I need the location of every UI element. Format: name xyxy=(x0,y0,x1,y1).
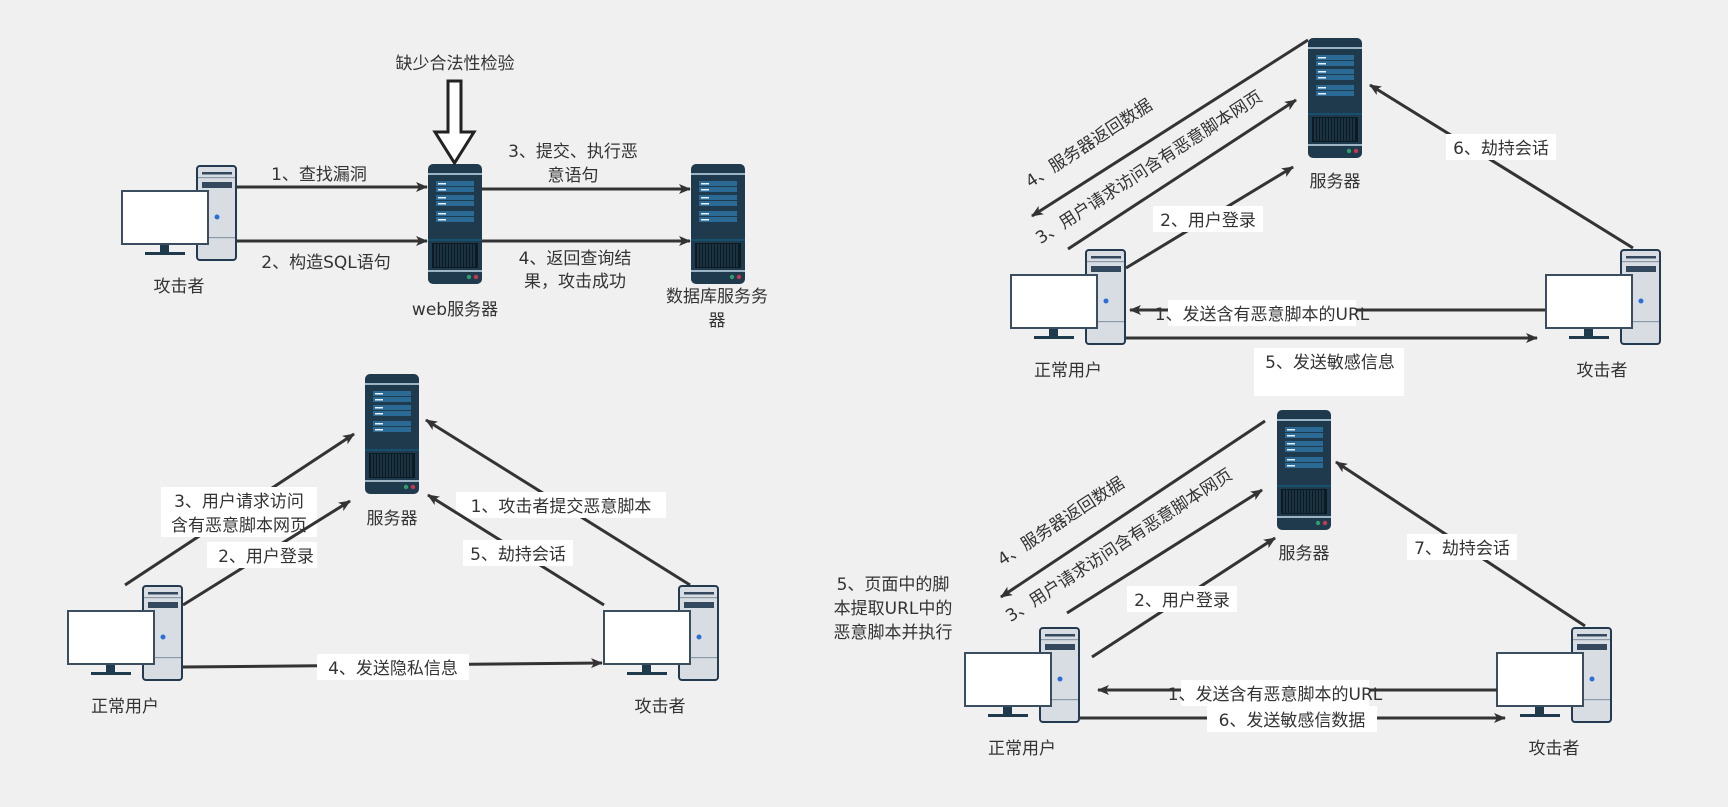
edge-label-6: 6、劫持会话 xyxy=(1453,139,1549,159)
edge-label-3-line2: 含有恶意脚本网页 xyxy=(171,516,307,536)
note-line2: 本提取URL中的 xyxy=(834,599,953,619)
server-icon xyxy=(1308,38,1362,158)
edge-label-2: 2、构造SQL语句 xyxy=(261,253,390,273)
user-computer-icon xyxy=(1010,249,1126,345)
edge-label-2: 2、用户登录 xyxy=(218,547,314,567)
node-label-user: 正常用户 xyxy=(91,697,159,717)
edge-label-4: 4、发送隐私信息 xyxy=(328,659,458,679)
node-label-attacker: 攻击者 xyxy=(1529,739,1580,759)
database-server-icon xyxy=(691,164,745,284)
attacker-computer-icon xyxy=(1496,627,1612,723)
edge-label-3-line1: 3、用户请求访问 xyxy=(174,492,304,512)
node-label-attacker: 攻击者 xyxy=(635,697,686,717)
edge-label-2: 2、用户登录 xyxy=(1134,591,1230,611)
attacker-computer-icon xyxy=(121,165,237,261)
edge-label-4-line1: 4、返回查询结 xyxy=(519,249,632,269)
edge-label-1: 1、发送含有恶意脚本的URL xyxy=(1155,305,1370,325)
user-computer-icon xyxy=(964,627,1080,723)
node-label-attacker: 攻击者 xyxy=(1577,361,1628,381)
node-label-db-server-line2: 器 xyxy=(709,311,726,331)
edge-request-page xyxy=(1066,488,1263,615)
note-line1: 5、页面中的脚 xyxy=(837,575,950,595)
edge-hijack-session xyxy=(1369,83,1634,250)
edge-label-5: 5、发送敏感信息 xyxy=(1265,353,1395,373)
edge-request-page xyxy=(1067,98,1297,251)
edge-label-3-line1: 3、提交、执行恶 xyxy=(508,142,638,162)
edge-label-1: 1、发送含有恶意脚本的URL xyxy=(1168,685,1383,705)
web-server-icon xyxy=(428,164,482,284)
node-label-user: 正常用户 xyxy=(1034,361,1102,381)
panel-reflected-xss: 服务器 正常用户 攻击者 1、发送含有恶意脚本的URL 5、发送敏感信息 2、用… xyxy=(1010,38,1661,396)
edge-server-return xyxy=(1031,38,1309,218)
edge-label-2: 2、用户登录 xyxy=(1160,211,1256,231)
user-computer-icon xyxy=(67,585,183,681)
edge-label-4-line2: 果，攻击成功 xyxy=(524,272,626,292)
panel-sql-injection: 攻击者 web服务器 数据库服务务 器 缺少合法性检验 1、查找漏洞 2、构造S… xyxy=(121,54,768,331)
node-label-web-server: web服务器 xyxy=(412,300,498,320)
node-label-server: 服务器 xyxy=(367,509,418,529)
panel-stored-xss: 服务器 正常用户 攻击者 3、用户请求访问 含有恶意脚本网页 2、用户登录 1、… xyxy=(67,374,719,717)
node-label-server: 服务器 xyxy=(1279,544,1330,564)
note-missing-validation: 缺少合法性检验 xyxy=(396,54,515,74)
panel-dom-xss: 服务器 正常用户 攻击者 5、页面中的脚 本提取URL中的 恶意脚本并执行 4、… xyxy=(834,410,1612,759)
server-icon xyxy=(365,374,419,494)
edge-label-1: 1、查找漏洞 xyxy=(271,165,367,185)
edge-label-5: 5、劫持会话 xyxy=(470,545,566,565)
server-icon xyxy=(1277,410,1331,530)
node-label-server: 服务器 xyxy=(1310,172,1361,192)
hollow-down-arrow-icon xyxy=(432,79,477,166)
edge-label-1: 1、攻击者提交恶意脚本 xyxy=(471,497,652,517)
node-label-user: 正常用户 xyxy=(988,739,1056,759)
node-label-attacker: 攻击者 xyxy=(154,277,205,297)
attacker-computer-icon xyxy=(1545,249,1661,345)
note-line3: 恶意脚本并执行 xyxy=(834,623,953,643)
edge-label-7: 7、劫持会话 xyxy=(1414,539,1510,559)
edge-server-return xyxy=(1000,419,1266,599)
node-label-db-server-line1: 数据库服务务 xyxy=(666,287,768,307)
edge-label-3-line2: 意语句 xyxy=(548,166,599,186)
attacker-computer-icon xyxy=(603,585,719,681)
edge-label-6: 6、发送敏感信数据 xyxy=(1219,711,1366,731)
